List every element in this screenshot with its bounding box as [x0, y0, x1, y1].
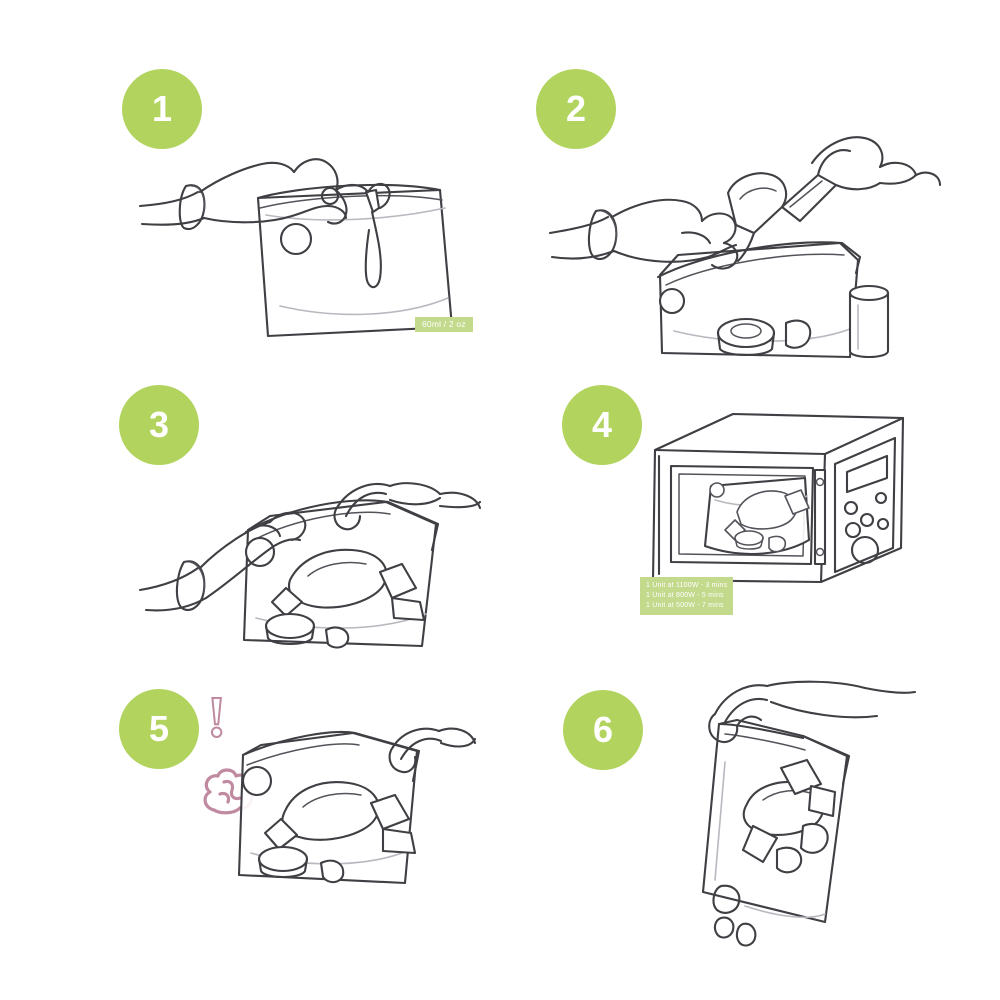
illustration-seal-bag: [138, 480, 482, 660]
step-badge-4: 4: [562, 385, 642, 465]
step-badge-5: 5: [119, 689, 199, 769]
step-panel-6: 6: [500, 670, 1000, 1000]
callout-time-line-3: 1 Unit at 500W - 7 mins: [646, 602, 724, 610]
step-panel-1: 1: [0, 0, 500, 370]
step-badge-6: 6: [563, 690, 643, 770]
callout-volume-1-text: 60ml / 2 oz: [422, 319, 466, 329]
step-panel-5: 5 !: [0, 670, 500, 1000]
callout-time-line-2: 1 Unit at 800W - 5 mins: [646, 592, 724, 600]
step-badge-1: 1: [122, 69, 202, 149]
step-number-6: 6: [592, 709, 614, 750]
illustration-open-hot-bag: [225, 725, 477, 910]
illustration-drain-bag: [685, 680, 917, 950]
step-panel-4: 4: [500, 370, 1000, 670]
illustration-open-bag: [138, 120, 480, 350]
step-panel-2: 2: [500, 0, 1000, 370]
step-panel-3: 3: [0, 370, 500, 670]
callout-time-line-1: 1 Unit at 1100W - 3 mins: [646, 582, 728, 589]
callout-volume-1: 60ml / 2 oz: [415, 317, 473, 332]
callout-times-4: 1 Unit at 1100W - 3 mins 1 Unit at 800W …: [640, 577, 734, 616]
step-badge-2: 2: [536, 69, 616, 149]
illustration-fill-bag: [548, 105, 942, 360]
exclamation-glyph: !: [206, 684, 227, 749]
illustration-microwave: [645, 408, 905, 608]
step-number-3: 3: [148, 404, 170, 445]
step-number-1: 1: [151, 88, 173, 129]
step-badge-3: 3: [119, 385, 199, 465]
step-number-4: 4: [591, 404, 613, 445]
step-number-5: 5: [148, 708, 170, 749]
exclamation-warning-icon: !: [206, 687, 227, 747]
step-number-2: 2: [565, 88, 587, 129]
